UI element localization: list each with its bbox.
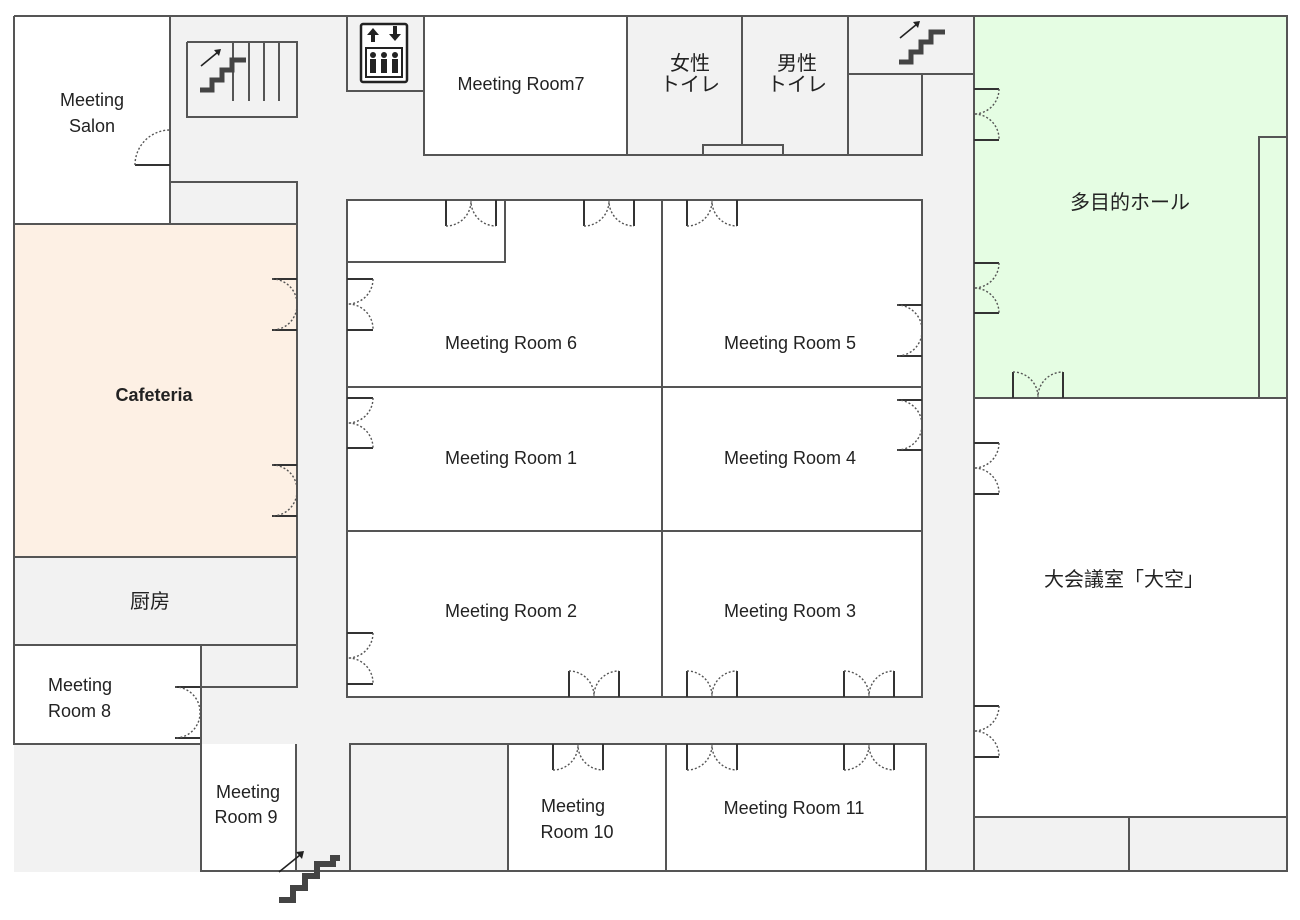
door[interactable] [583, 199, 635, 227]
door[interactable] [347, 397, 374, 449]
room-center-storage [347, 200, 505, 262]
label-meeting-room1: Meeting Room 1 [445, 448, 577, 468]
door[interactable] [445, 199, 497, 227]
stairs-icon[interactable] [200, 49, 246, 93]
label-meeting-room10-line2: Room 10 [540, 822, 613, 842]
label-meeting-room2: Meeting Room 2 [445, 601, 577, 621]
label-meeting-room9-line1: Meeting [216, 782, 280, 802]
label-kitchen: 厨房 [130, 590, 170, 613]
door[interactable] [686, 199, 738, 227]
label-meeting-room8-line1: Meeting [48, 675, 112, 695]
room-meeting-room11[interactable] [666, 744, 926, 871]
label-meeting-room6: Meeting Room 6 [445, 333, 577, 353]
label-meeting-room9-line2: Room 9 [214, 807, 277, 827]
room-meeting-room9[interactable] [201, 744, 296, 871]
label-meeting-salon-line1: Meeting [60, 90, 124, 110]
room-center-block [347, 200, 922, 697]
label-multipurpose-hall: 多目的ホール [1070, 191, 1190, 214]
door[interactable] [174, 686, 201, 739]
door[interactable] [568, 670, 620, 698]
door[interactable] [843, 670, 895, 698]
door[interactable] [1012, 371, 1064, 399]
door[interactable] [843, 743, 895, 771]
label-meeting-room7: Meeting Room7 [457, 74, 584, 94]
door[interactable] [973, 442, 1000, 495]
stairs-icon[interactable] [899, 21, 945, 65]
room-large-conference[interactable] [974, 398, 1287, 817]
room-meeting-salon[interactable] [14, 16, 170, 224]
door[interactable] [973, 705, 1000, 758]
walls [13, 15, 1288, 872]
door[interactable] [896, 399, 923, 451]
label-mens-restroom-line1: 男性 [777, 52, 817, 75]
door[interactable] [552, 743, 604, 771]
room-meeting-room7[interactable] [424, 16, 627, 155]
doors [134, 88, 1064, 771]
label-mens-restroom-line2: トイレ [767, 74, 827, 96]
door[interactable] [973, 262, 1000, 314]
door[interactable] [686, 670, 738, 698]
door[interactable] [134, 129, 171, 166]
label-meeting-room4: Meeting Room 4 [724, 448, 856, 468]
elevator-icon[interactable] [359, 22, 409, 84]
room-kitchen[interactable] [14, 557, 297, 645]
room-cafeteria[interactable] [14, 224, 297, 557]
room-meeting-room8[interactable] [14, 645, 200, 744]
label-meeting-room10-line1: Meeting [541, 796, 605, 816]
door[interactable] [271, 464, 298, 517]
label-womens-restroom-line2: トイレ [660, 74, 720, 96]
label-cafeteria: Cafeteria [115, 385, 193, 405]
label-meeting-room3: Meeting Room 3 [724, 601, 856, 621]
label-womens-restroom-line1: 女性 [670, 52, 710, 75]
label-meeting-salon-line2: Salon [69, 116, 115, 136]
label-large-conference-room: 大会議室「大空」 [1044, 568, 1204, 591]
label-meeting-room5: Meeting Room 5 [724, 333, 856, 353]
door[interactable] [347, 278, 374, 331]
label-meeting-room11: Meeting Room 11 [724, 798, 865, 818]
door[interactable] [347, 632, 374, 685]
stairs-icon[interactable] [278, 851, 340, 903]
door[interactable] [896, 304, 923, 357]
door[interactable] [973, 88, 1000, 141]
door[interactable] [271, 278, 298, 331]
room-multipurpose-hall[interactable] [974, 16, 1287, 398]
label-meeting-room8-line2: Room 8 [48, 701, 111, 721]
door[interactable] [686, 743, 738, 771]
room-meeting-room10[interactable] [508, 744, 666, 871]
